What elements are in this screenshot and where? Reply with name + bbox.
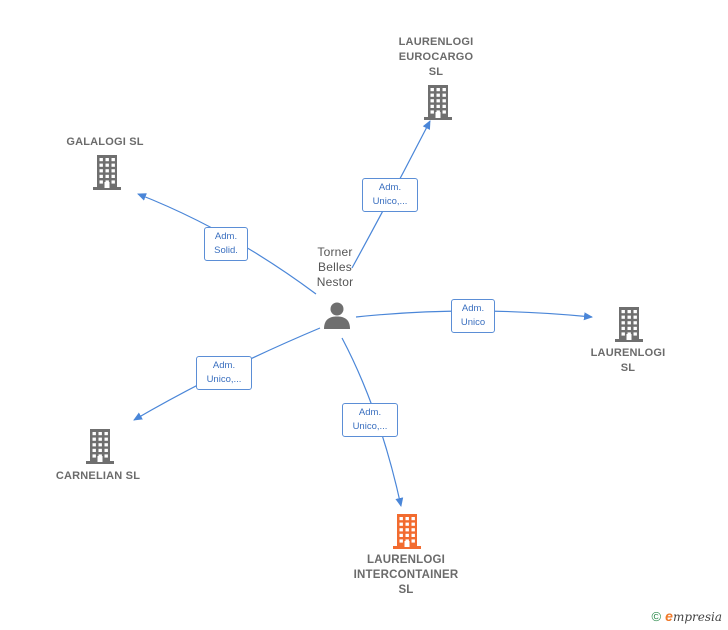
company-label-carnelian[interactable]: CARNELIAN SL bbox=[38, 469, 158, 484]
edge-eurocargo-line-2: Unico,... bbox=[372, 196, 408, 207]
edge-label-eurocargo[interactable]: Adm. Unico,... bbox=[362, 178, 418, 212]
building-icon-carnelian[interactable] bbox=[84, 428, 116, 464]
building-icon-galalogi[interactable] bbox=[91, 154, 123, 190]
center-name-line-3: Nestor bbox=[316, 275, 354, 289]
building-icon-laurenlogi[interactable] bbox=[613, 306, 645, 342]
center-name-line-1: Torner bbox=[317, 245, 353, 259]
person-icon[interactable] bbox=[322, 300, 352, 330]
intercontainer-line-1: LAURENLOGI bbox=[366, 554, 446, 566]
edge-label-laurenlogi[interactable]: Adm. Unico bbox=[451, 299, 495, 333]
edge-galalogi-line-1: Adm. bbox=[214, 231, 238, 242]
edge-label-galalogi[interactable]: Adm. Solid. bbox=[204, 227, 248, 261]
company-label-galalogi[interactable]: GALALOGI SL bbox=[45, 135, 165, 150]
center-name-line-2: Belles bbox=[318, 260, 352, 274]
brand-logo[interactable]: empresia bbox=[665, 608, 722, 624]
edge-eurocargo-line-1: Adm. bbox=[378, 182, 402, 193]
galalogi-line-1: GALALOGI SL bbox=[66, 136, 144, 148]
edge-galalogi-line-2: Solid. bbox=[214, 245, 238, 256]
company-label-laurenlogi[interactable]: LAURENLOGI SL bbox=[568, 346, 688, 376]
company-label-eurocargo[interactable]: LAURENLOGI EUROCARGO SL bbox=[376, 35, 496, 80]
edge-label-intercontainer[interactable]: Adm. Unico,... bbox=[342, 403, 398, 437]
brand-initial: e bbox=[665, 608, 673, 624]
copyright-symbol: © bbox=[651, 608, 662, 624]
brand-name: mpresia bbox=[672, 610, 722, 624]
eurocargo-line-2: EUROCARGO bbox=[398, 51, 474, 63]
edge-carnelian-line-1: Adm. bbox=[212, 360, 236, 371]
intercontainer-line-2: INTERCONTAINER bbox=[353, 569, 459, 581]
eurocargo-line-3: SL bbox=[428, 66, 444, 78]
laurenlogi-line-1: LAURENLOGI bbox=[590, 347, 666, 359]
laurenlogi-line-2: SL bbox=[620, 362, 636, 374]
building-icon-eurocargo[interactable] bbox=[422, 84, 454, 120]
center-person-name: Torner Belles Nestor bbox=[295, 245, 375, 290]
company-label-intercontainer[interactable]: LAURENLOGI INTERCONTAINER SL bbox=[336, 553, 476, 598]
edge-carnelian-line-2: Unico,... bbox=[206, 374, 242, 385]
carnelian-line-1: CARNELIAN SL bbox=[55, 470, 141, 482]
edge-laurenlogi-line-1: Adm. bbox=[461, 303, 485, 314]
intercontainer-line-3: SL bbox=[398, 584, 414, 596]
eurocargo-line-1: LAURENLOGI bbox=[398, 36, 474, 48]
building-icon-intercontainer[interactable] bbox=[391, 513, 423, 549]
edge-label-carnelian[interactable]: Adm. Unico,... bbox=[196, 356, 252, 390]
edge-intercontainer-line-2: Unico,... bbox=[352, 421, 388, 432]
footer-brand: © empresia bbox=[652, 608, 722, 624]
edge-intercontainer-line-1: Adm. bbox=[358, 407, 382, 418]
edge-laurenlogi-line-2: Unico bbox=[460, 317, 486, 328]
